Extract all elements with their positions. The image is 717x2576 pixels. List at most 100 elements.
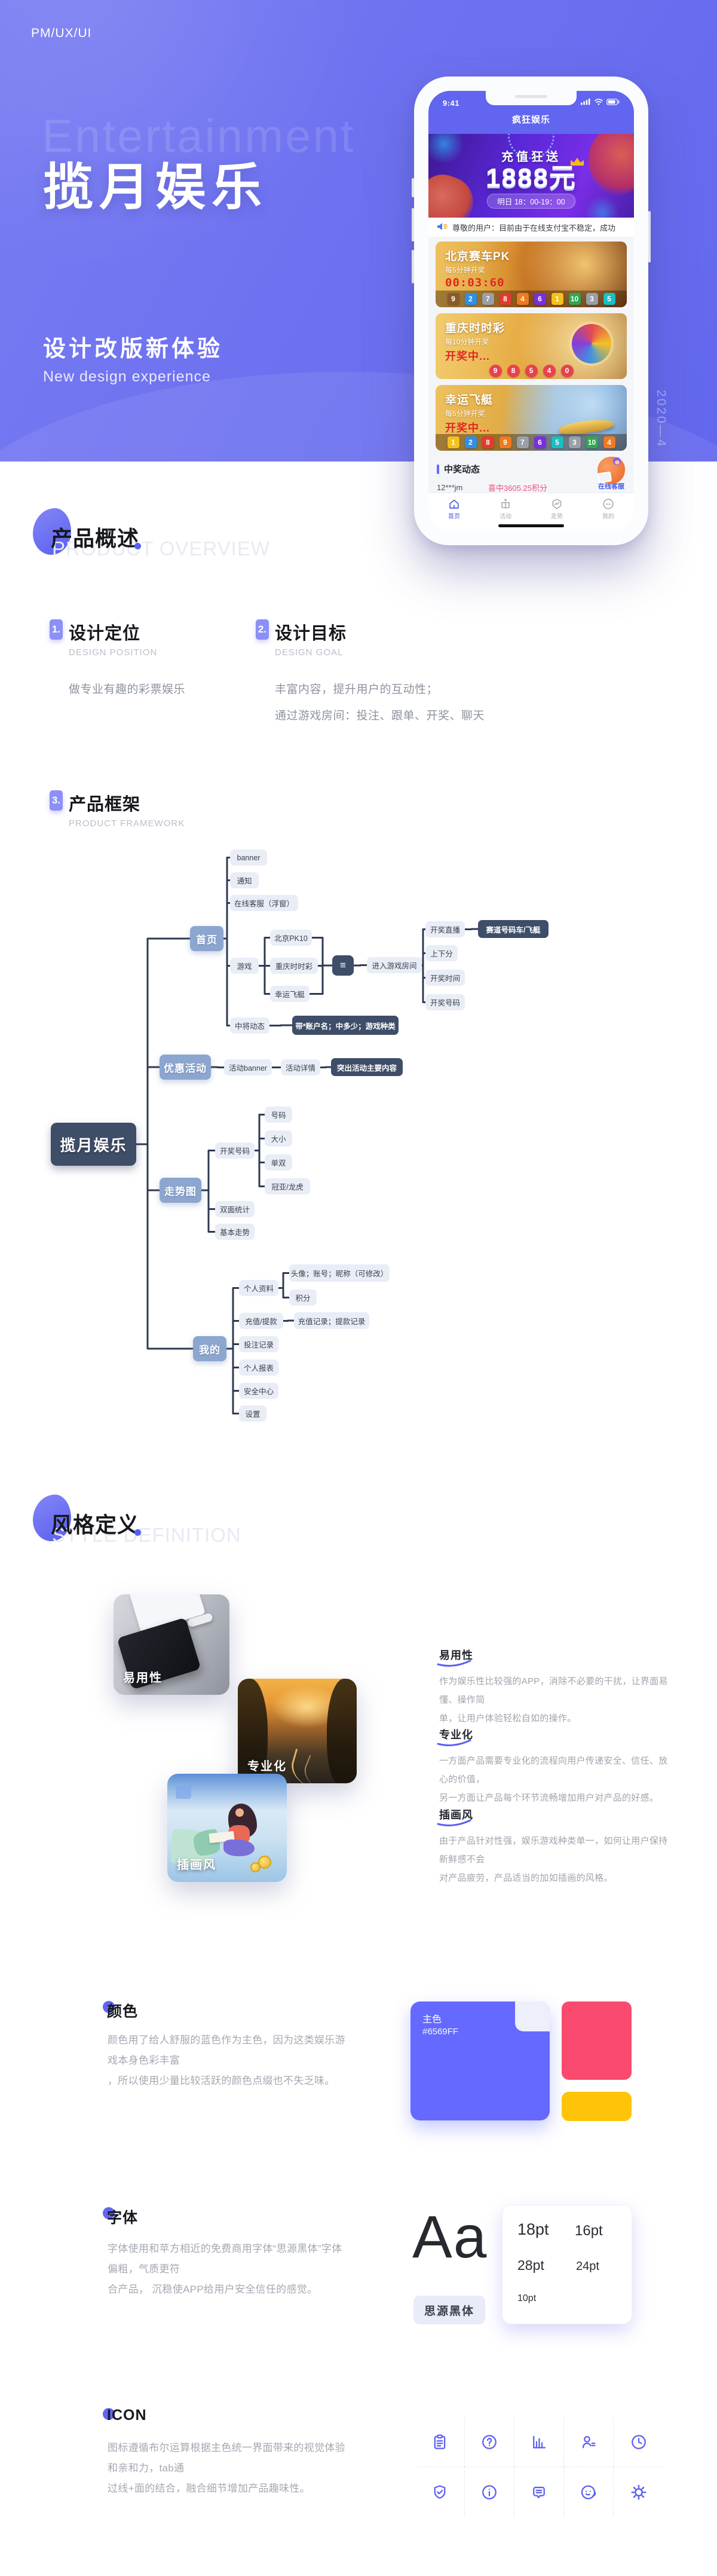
shield-check-icon [415, 2467, 465, 2517]
font-paragraph: 字体使用和苹方相近的免费商用字体“思源黑体”字体偏粗，气质更符合产品， 沉稳使A… [108, 2243, 342, 2295]
lottery-ball: 0 [560, 364, 574, 377]
mindmap-node-notice: 通知 [230, 872, 259, 888]
overview-item: 1.设计定位 DESIGN POSITION 做专业有趣的彩票娱乐 [50, 619, 185, 703]
winning-title: 中奖动态 [444, 465, 480, 475]
promo-banner[interactable]: 充值狂送 1888元 明日 18：00-19：00 [428, 134, 634, 218]
style-image-professional: 专业化 [238, 1679, 357, 1783]
font-size-sample: 24pt [576, 2260, 599, 2273]
section-title: 风格定义 [51, 1512, 140, 1537]
tab-走势[interactable]: 走势 [531, 497, 583, 531]
lottery-ball: 8 [499, 293, 511, 305]
font-size-sample: 16pt [575, 2223, 603, 2239]
clipboard-icon [415, 2418, 465, 2467]
gear-icon [614, 2467, 663, 2517]
game-frequency: 每5分钟开奖 [445, 266, 485, 274]
game-name: 重庆时时彩 [445, 322, 505, 335]
lottery-ball: 4 [603, 436, 615, 448]
mindmap-node-rlog: 充值记录；提款记录 [294, 1312, 369, 1329]
style-block: 插画风 由于产品针对性强，娱乐游戏种类单一，如何让用户保持新鲜感不会对产品疲劳，… [437, 1807, 672, 1887]
tab-label: 首页 [448, 514, 460, 520]
mindmap-node-xyft: 幸运飞艇 [270, 986, 310, 1002]
mindmap-node-n2: 大小 [265, 1130, 292, 1147]
lottery-ball: 5 [603, 293, 615, 305]
lottery-ball: 6 [534, 436, 546, 448]
style-block: 专业化 一方面产品需要专业化的流程向用户传递安全、信任、放心的价值，另一方面让产… [437, 1726, 672, 1807]
mindmap-node-betlog: 投注记录 [239, 1336, 278, 1352]
lottery-ball: 7 [482, 293, 494, 305]
mindmap-node-pk10: 北京PK10 [270, 930, 312, 946]
item-body: 做专业有趣的彩票娱乐 [69, 683, 186, 696]
section-title: 产品概述 [51, 526, 140, 551]
mindmap-node-racetag: 赛道号码车/飞艇 [478, 920, 549, 938]
message-icon [514, 2467, 564, 2517]
tab-首页[interactable]: 首页 [428, 497, 480, 531]
item-title: 设计目标 [275, 624, 347, 643]
question-circle-icon [465, 2418, 514, 2467]
font-size-sample: 28pt [517, 2257, 544, 2273]
style-block-body: 一方面产品需要专业化的流程向用户传递安全、信任、放心的价值，另一方面让产品每个环… [439, 1756, 668, 1803]
game-name: 幸运飞艇 [445, 394, 494, 407]
banner-decoration [584, 197, 621, 218]
underline-swoosh-icon [437, 1660, 471, 1667]
horn-icon [437, 222, 448, 233]
volume-up-button [412, 208, 414, 242]
battery-icon [606, 97, 620, 108]
mindmap-node-cs: 在线客服（浮窗） [230, 895, 298, 911]
tab-活动[interactable]: 活动 [480, 497, 531, 531]
mindmap-node-security: 安全中心 [239, 1383, 278, 1399]
mindmap-node-recharge: 充值/提款 [239, 1313, 283, 1329]
home-indicator[interactable] [498, 524, 564, 527]
mindmap-node-room: 进入游戏房间 [367, 957, 422, 973]
underline-swoosh-icon [437, 1819, 471, 1826]
smile-service-icon [564, 2467, 614, 2517]
item-body: 丰富内容，提升用户的互动性；通过游戏房间：投注、跟单、开奖、聊天 [275, 683, 485, 722]
volume-down-button [412, 250, 414, 283]
style-block: 易用性 作为娱乐性比较强的APP，消除不必要的干扰，让界面易懂、操作简单，让用户… [437, 1647, 672, 1728]
swatch-primary: 主色 #6569FF [410, 2001, 550, 2120]
section-style-header: STYLE DEFINITION 风格定义 [33, 1495, 241, 1546]
hero-subtitle-en: New design experience [43, 368, 211, 385]
style-image-usability: 易用性 [114, 1594, 229, 1695]
game-name: 北京赛车PK [445, 250, 510, 263]
mindmap-node-abanner: 活动banner [224, 1059, 272, 1075]
section-icon-header: ICON [103, 2407, 147, 2424]
lottery-ball: 9 [499, 436, 511, 448]
mindmap-node-trend: 走势图 [160, 1178, 201, 1203]
image-label: 专业化 [247, 1760, 287, 1773]
mindmap-node-promo: 优惠活动 [160, 1055, 211, 1080]
notice-text: 尊敬的用户：目前由于在线支付宝不稳定，成功 [452, 223, 616, 233]
winner-prize: 喜中3605.25积分 [488, 484, 547, 493]
gift-icon [480, 497, 531, 511]
font-size-sample: 10pt [517, 2293, 537, 2303]
section-bar [437, 464, 439, 474]
font-family-pill: 思源黑体 [413, 2296, 485, 2324]
style-image-illustration: 插画风 [167, 1774, 287, 1882]
game-frequency: 每10分钟开奖 [445, 338, 489, 346]
game-status: 开奖中... [445, 350, 491, 362]
lottery-ball: 5 [551, 436, 563, 448]
section-framework-header: 3.产品框架 PRODUCT FRAMEWORK [50, 790, 185, 829]
app-title: 疯狂娱乐 [511, 115, 550, 125]
lottery-ball: 6 [534, 293, 546, 305]
mindmap-node-windyn: 中将动态 [230, 1017, 269, 1034]
swatch-label: 主色 [422, 2015, 442, 2025]
banner-decoration [428, 134, 465, 163]
blob-decoration [33, 1495, 71, 1541]
mindmap-node-tdouble: 双面统计 [215, 1201, 255, 1217]
signal-icon [581, 97, 591, 108]
mindmap-node-drawnum: 开奖号码 [425, 994, 465, 1010]
tab-我的[interactable]: 我的 [583, 497, 634, 531]
mindmap-node-live: 开奖直播 [425, 921, 465, 937]
notice-bar[interactable]: 尊敬的用户：目前由于在线支付宝不稳定，成功 [428, 218, 634, 237]
lottery-ball: 8 [507, 364, 520, 377]
user-list-icon [564, 2418, 614, 2467]
image-label: 插画风 [177, 1859, 216, 1872]
underline-swoosh-icon [437, 1739, 471, 1746]
phone-screen: 9:41 疯狂娱乐 充值狂送 1888元 明日 18：00-19：00 尊敬的用… [428, 91, 634, 531]
section-font-header: 字体 [103, 2206, 138, 2227]
customer-service-widget[interactable]: 在线客服 [593, 457, 629, 491]
